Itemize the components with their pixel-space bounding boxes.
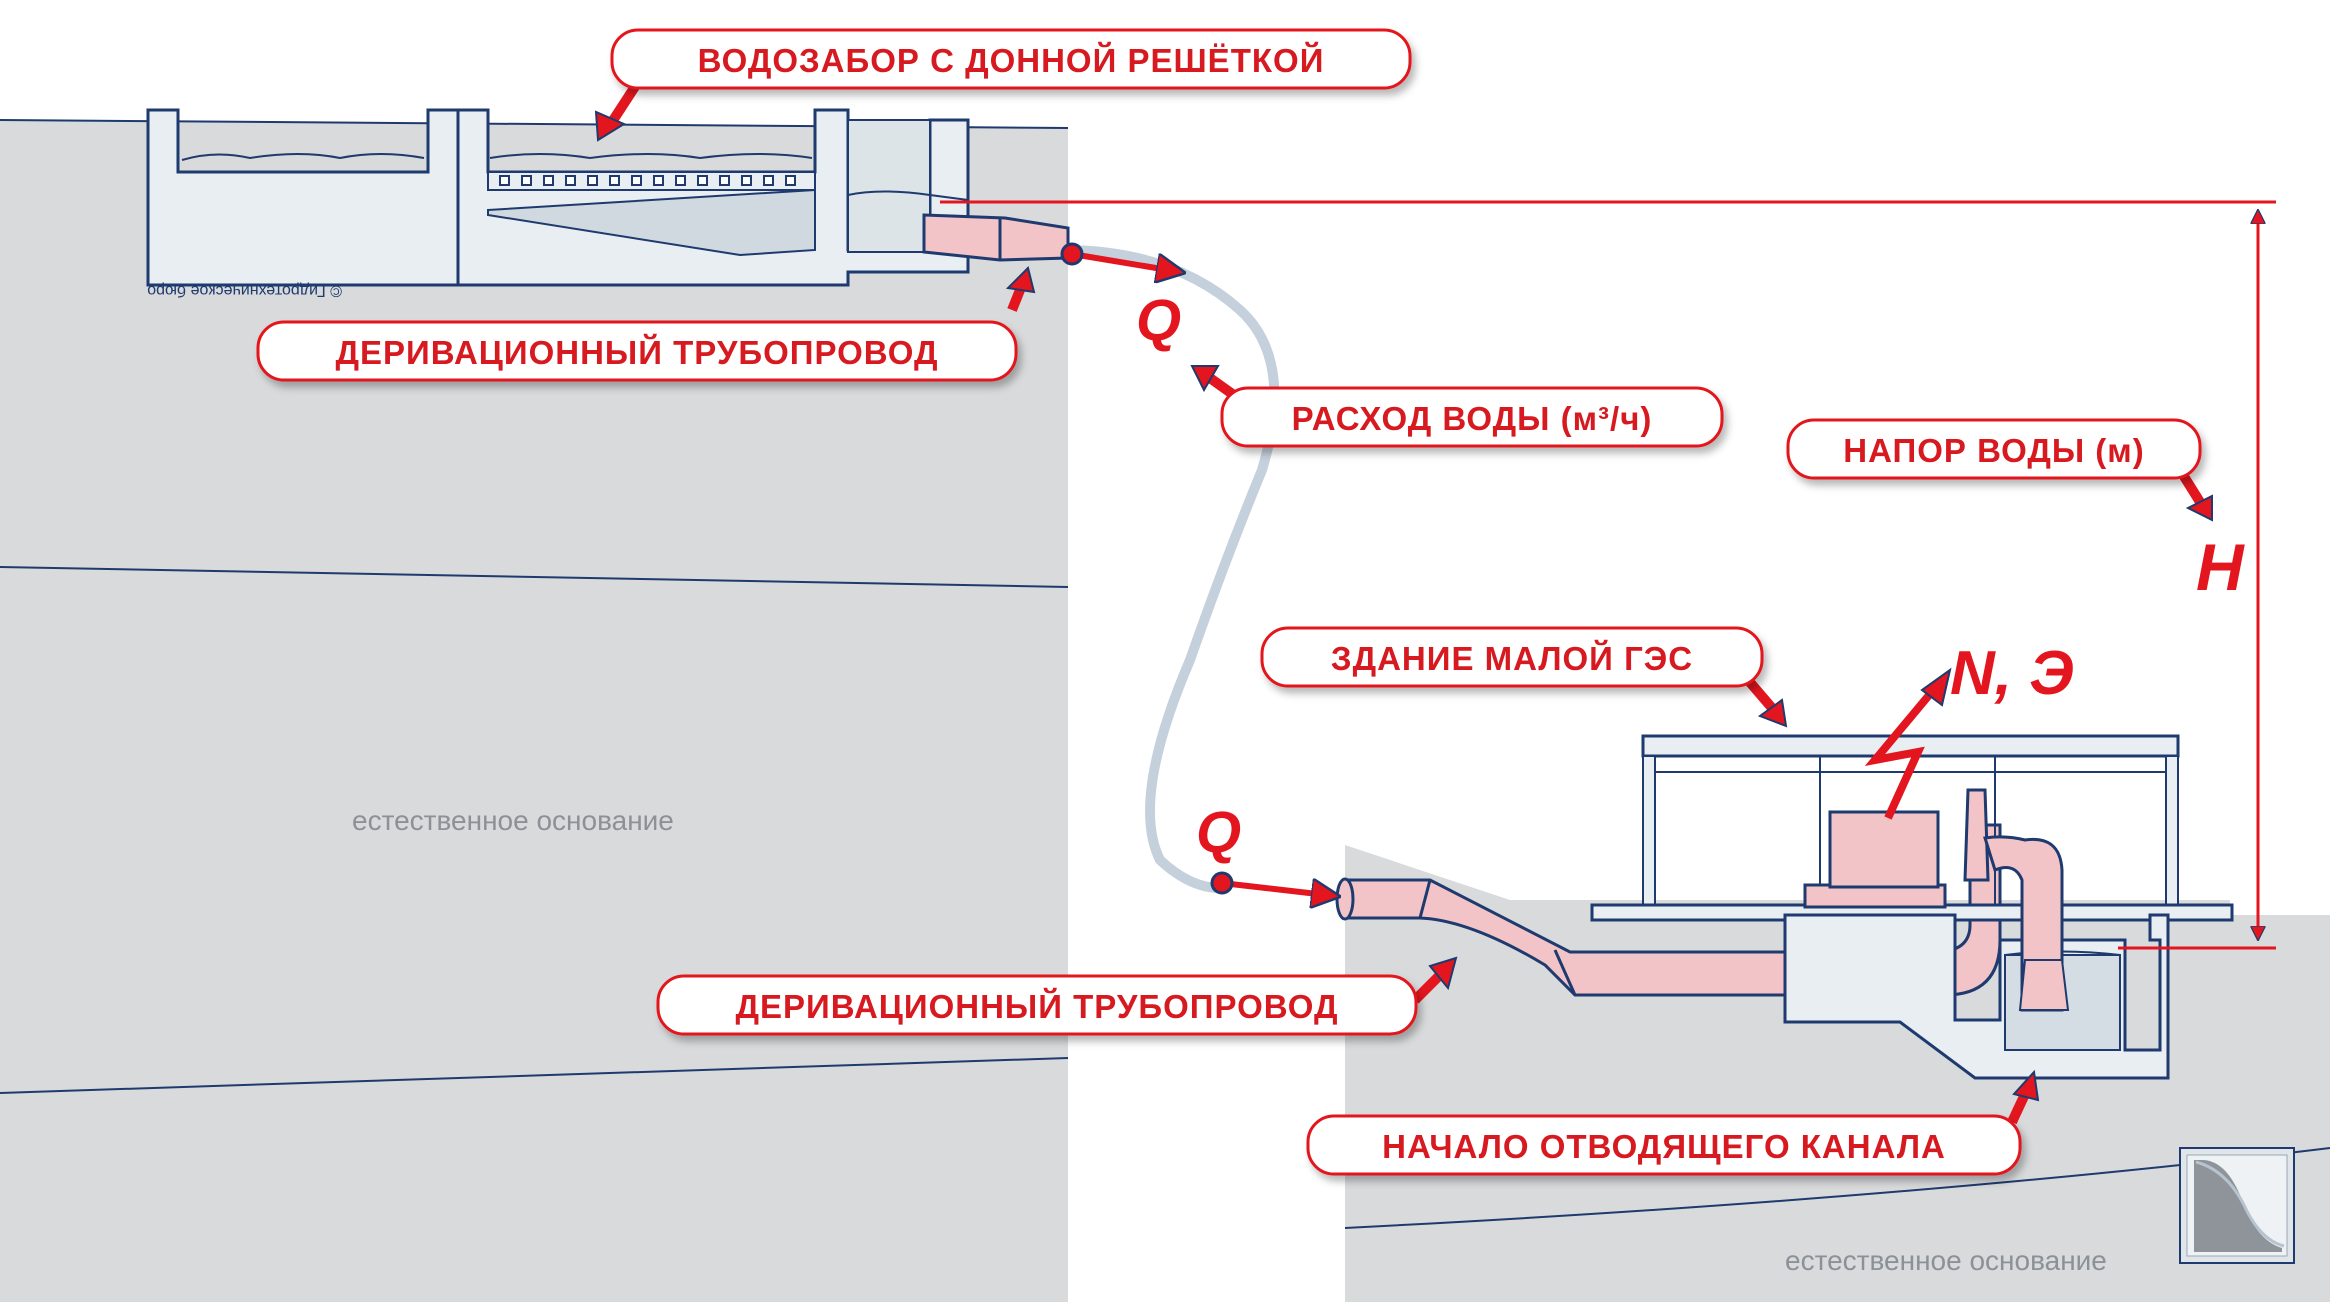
flow-arrow-top <box>1060 242 1180 272</box>
hpp-building <box>1590 734 2234 1080</box>
svg-text:НАЧАЛО ОТВОДЯЩЕГО КАНАЛА: НАЧАЛО ОТВОДЯЩЕГО КАНАЛА <box>1382 1128 1946 1165</box>
hose <box>1065 245 1280 893</box>
svg-text:НАПОР ВОДЫ (м): НАПОР ВОДЫ (м) <box>1843 432 2144 469</box>
label-outlet: НАЧАЛО ОТВОДЯЩЕГО КАНАЛА <box>1306 1114 2022 1176</box>
label-intake: ВОДОЗАБОР С ДОННОЙ РЕШЁТКОЙ <box>610 28 1412 90</box>
intake-structure: © Гидротехническое бюро <box>146 108 970 299</box>
svg-text:ЗДАНИЕ МАЛОЙ ГЭС: ЗДАНИЕ МАЛОЙ ГЭС <box>1331 639 1693 677</box>
power-arrow-head <box>1920 667 1952 707</box>
power-arrow <box>1864 685 1939 820</box>
pointer-arrows <box>594 79 2213 1125</box>
ground-left-text: естественное основание <box>352 805 674 836</box>
head-dimension <box>940 200 2276 950</box>
watermark: © Гидротехническое бюро <box>147 282 342 299</box>
flow-arrow-bottom <box>1210 871 1335 896</box>
symbol-flow-bottom: Q <box>1196 800 1241 865</box>
ground-right-text: естественное основание <box>1785 1245 2107 1276</box>
label-pipeline-bottom: ДЕРИВАЦИОННЫЙ ТРУБОПРОВОД <box>656 974 1418 1036</box>
label-head: НАПОР ВОДЫ (м) <box>1786 418 2202 480</box>
bottom-grate <box>499 175 796 186</box>
logo-icon <box>2179 1147 2295 1264</box>
symbol-flow-top: Q <box>1136 288 1181 353</box>
svg-text:ДЕРИВАЦИОННЫЙ ТРУБОПРОВОД: ДЕРИВАЦИОННЫЙ ТРУБОПРОВОД <box>336 333 939 371</box>
symbol-power: N, Э <box>1950 639 2074 708</box>
label-pipeline-top: ДЕРИВАЦИОННЫЙ ТРУБОПРОВОД <box>256 320 1018 382</box>
label-flow: РАСХОД ВОДЫ (м³/ч) <box>1220 386 1724 448</box>
svg-text:ВОДОЗАБОР С ДОННОЙ РЕШЁТКОЙ: ВОДОЗАБОР С ДОННОЙ РЕШЁТКОЙ <box>698 41 1325 79</box>
label-building: ЗДАНИЕ МАЛОЙ ГЭС <box>1260 626 1764 688</box>
symbol-head: H <box>2196 530 2245 604</box>
svg-text:ДЕРИВАЦИОННЫЙ ТРУБОПРОВОД: ДЕРИВАЦИОННЫЙ ТРУБОПРОВОД <box>736 987 1339 1025</box>
svg-text:РАСХОД ВОДЫ (м³/ч): РАСХОД ВОДЫ (м³/ч) <box>1292 400 1653 437</box>
